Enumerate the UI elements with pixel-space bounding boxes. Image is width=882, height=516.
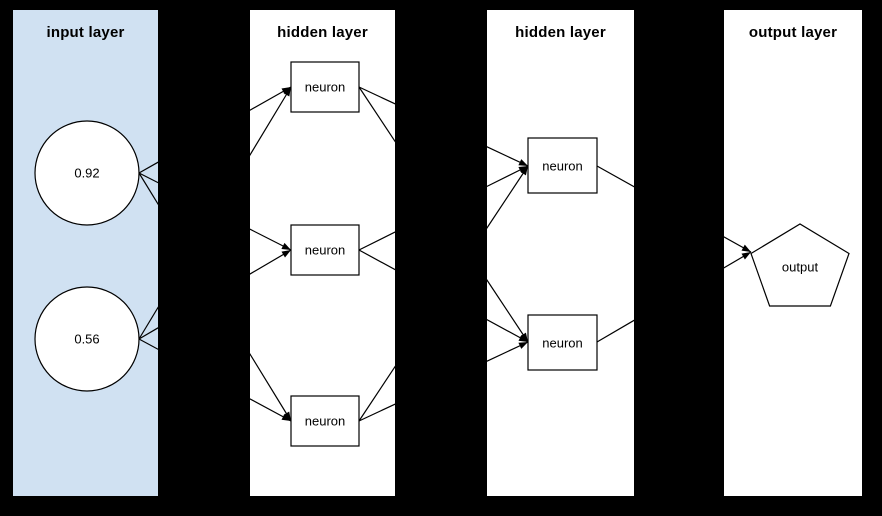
node-input-0[interactable] (34, 120, 140, 226)
arrowhead (741, 244, 751, 252)
layer-graphics-hidden2 (487, 137, 634, 371)
node-hidden1-1[interactable] (290, 224, 360, 276)
layer-graphics-hidden1 (250, 61, 395, 447)
connection-line (250, 352, 292, 422)
arrowhead (741, 252, 751, 260)
connection-line (596, 319, 634, 343)
connection-group (138, 161, 158, 350)
arrowhead (281, 242, 291, 250)
connection-line (138, 172, 158, 184)
connection-line (250, 228, 292, 251)
node-hidden1-0[interactable] (290, 61, 360, 113)
connection-line (724, 236, 752, 253)
arrowhead (283, 411, 291, 421)
layer-title-output: output layer (748, 24, 838, 41)
node-hidden1-2[interactable] (290, 395, 360, 447)
connection-group (250, 86, 395, 422)
layer-panel-output: output layer output (724, 10, 862, 496)
connection-line (138, 306, 158, 340)
connection-line (487, 146, 529, 167)
arrowhead (281, 413, 291, 421)
node-hidden2-1[interactable] (527, 314, 598, 371)
connection-line (487, 165, 529, 188)
node-label-hidden1-0: neuron (304, 79, 346, 95)
node-label-hidden2-1: neuron (542, 335, 583, 350)
layer-graphics-input (34, 120, 158, 392)
connection-line (487, 165, 529, 229)
layer-panel-hidden1: hidden layer neuron neuron neuron (250, 10, 395, 496)
connection-line (358, 403, 395, 422)
node-label-hidden1-2: neuron (304, 413, 346, 429)
node-label-input-0: 0.92 (74, 165, 100, 181)
connection-line (358, 86, 395, 143)
connection-line (487, 341, 529, 362)
layer-title-hidden2: hidden layer (515, 24, 606, 41)
node-output-0[interactable] (750, 223, 850, 307)
arrowhead (281, 250, 291, 258)
node-label-hidden1-1: neuron (304, 242, 346, 258)
connection-line (138, 338, 158, 350)
connection-line (250, 398, 292, 422)
connection-line (250, 86, 292, 157)
node-label-hidden2-0: neuron (542, 158, 583, 173)
connection-line (596, 165, 634, 188)
connection-line (358, 231, 395, 251)
connection-line (358, 249, 395, 271)
connection-line (138, 161, 158, 174)
connection-line (487, 318, 529, 343)
arrowhead (283, 87, 291, 97)
layer-panel-input: input layer 0.92 0.56 (13, 10, 158, 496)
arrowhead (518, 334, 528, 342)
node-label-output-0: output (781, 259, 819, 275)
connection-group (724, 236, 752, 269)
node-hidden2-0[interactable] (527, 137, 598, 194)
node-input-1[interactable] (34, 286, 140, 392)
connection-line (250, 249, 292, 275)
arrowhead (520, 332, 528, 342)
arrowhead (281, 87, 291, 95)
connection-line (138, 327, 158, 340)
connection-group (487, 146, 634, 362)
layer-title-input: input layer (46, 24, 125, 41)
layer-panel-hidden2: hidden layer neuron neuron (487, 10, 634, 496)
arrowhead (518, 159, 528, 166)
layer-graphics-output (724, 223, 850, 307)
connection-line (487, 279, 529, 343)
connection-line (358, 86, 395, 105)
connection-line (250, 86, 292, 111)
connection-line (138, 172, 158, 206)
arrowhead (518, 342, 528, 349)
connection-line (724, 251, 752, 269)
layer-title-hidden1: hidden layer (277, 24, 368, 41)
connection-line (358, 365, 395, 422)
node-label-input-1: 0.56 (74, 331, 100, 347)
arrowhead (520, 166, 528, 176)
